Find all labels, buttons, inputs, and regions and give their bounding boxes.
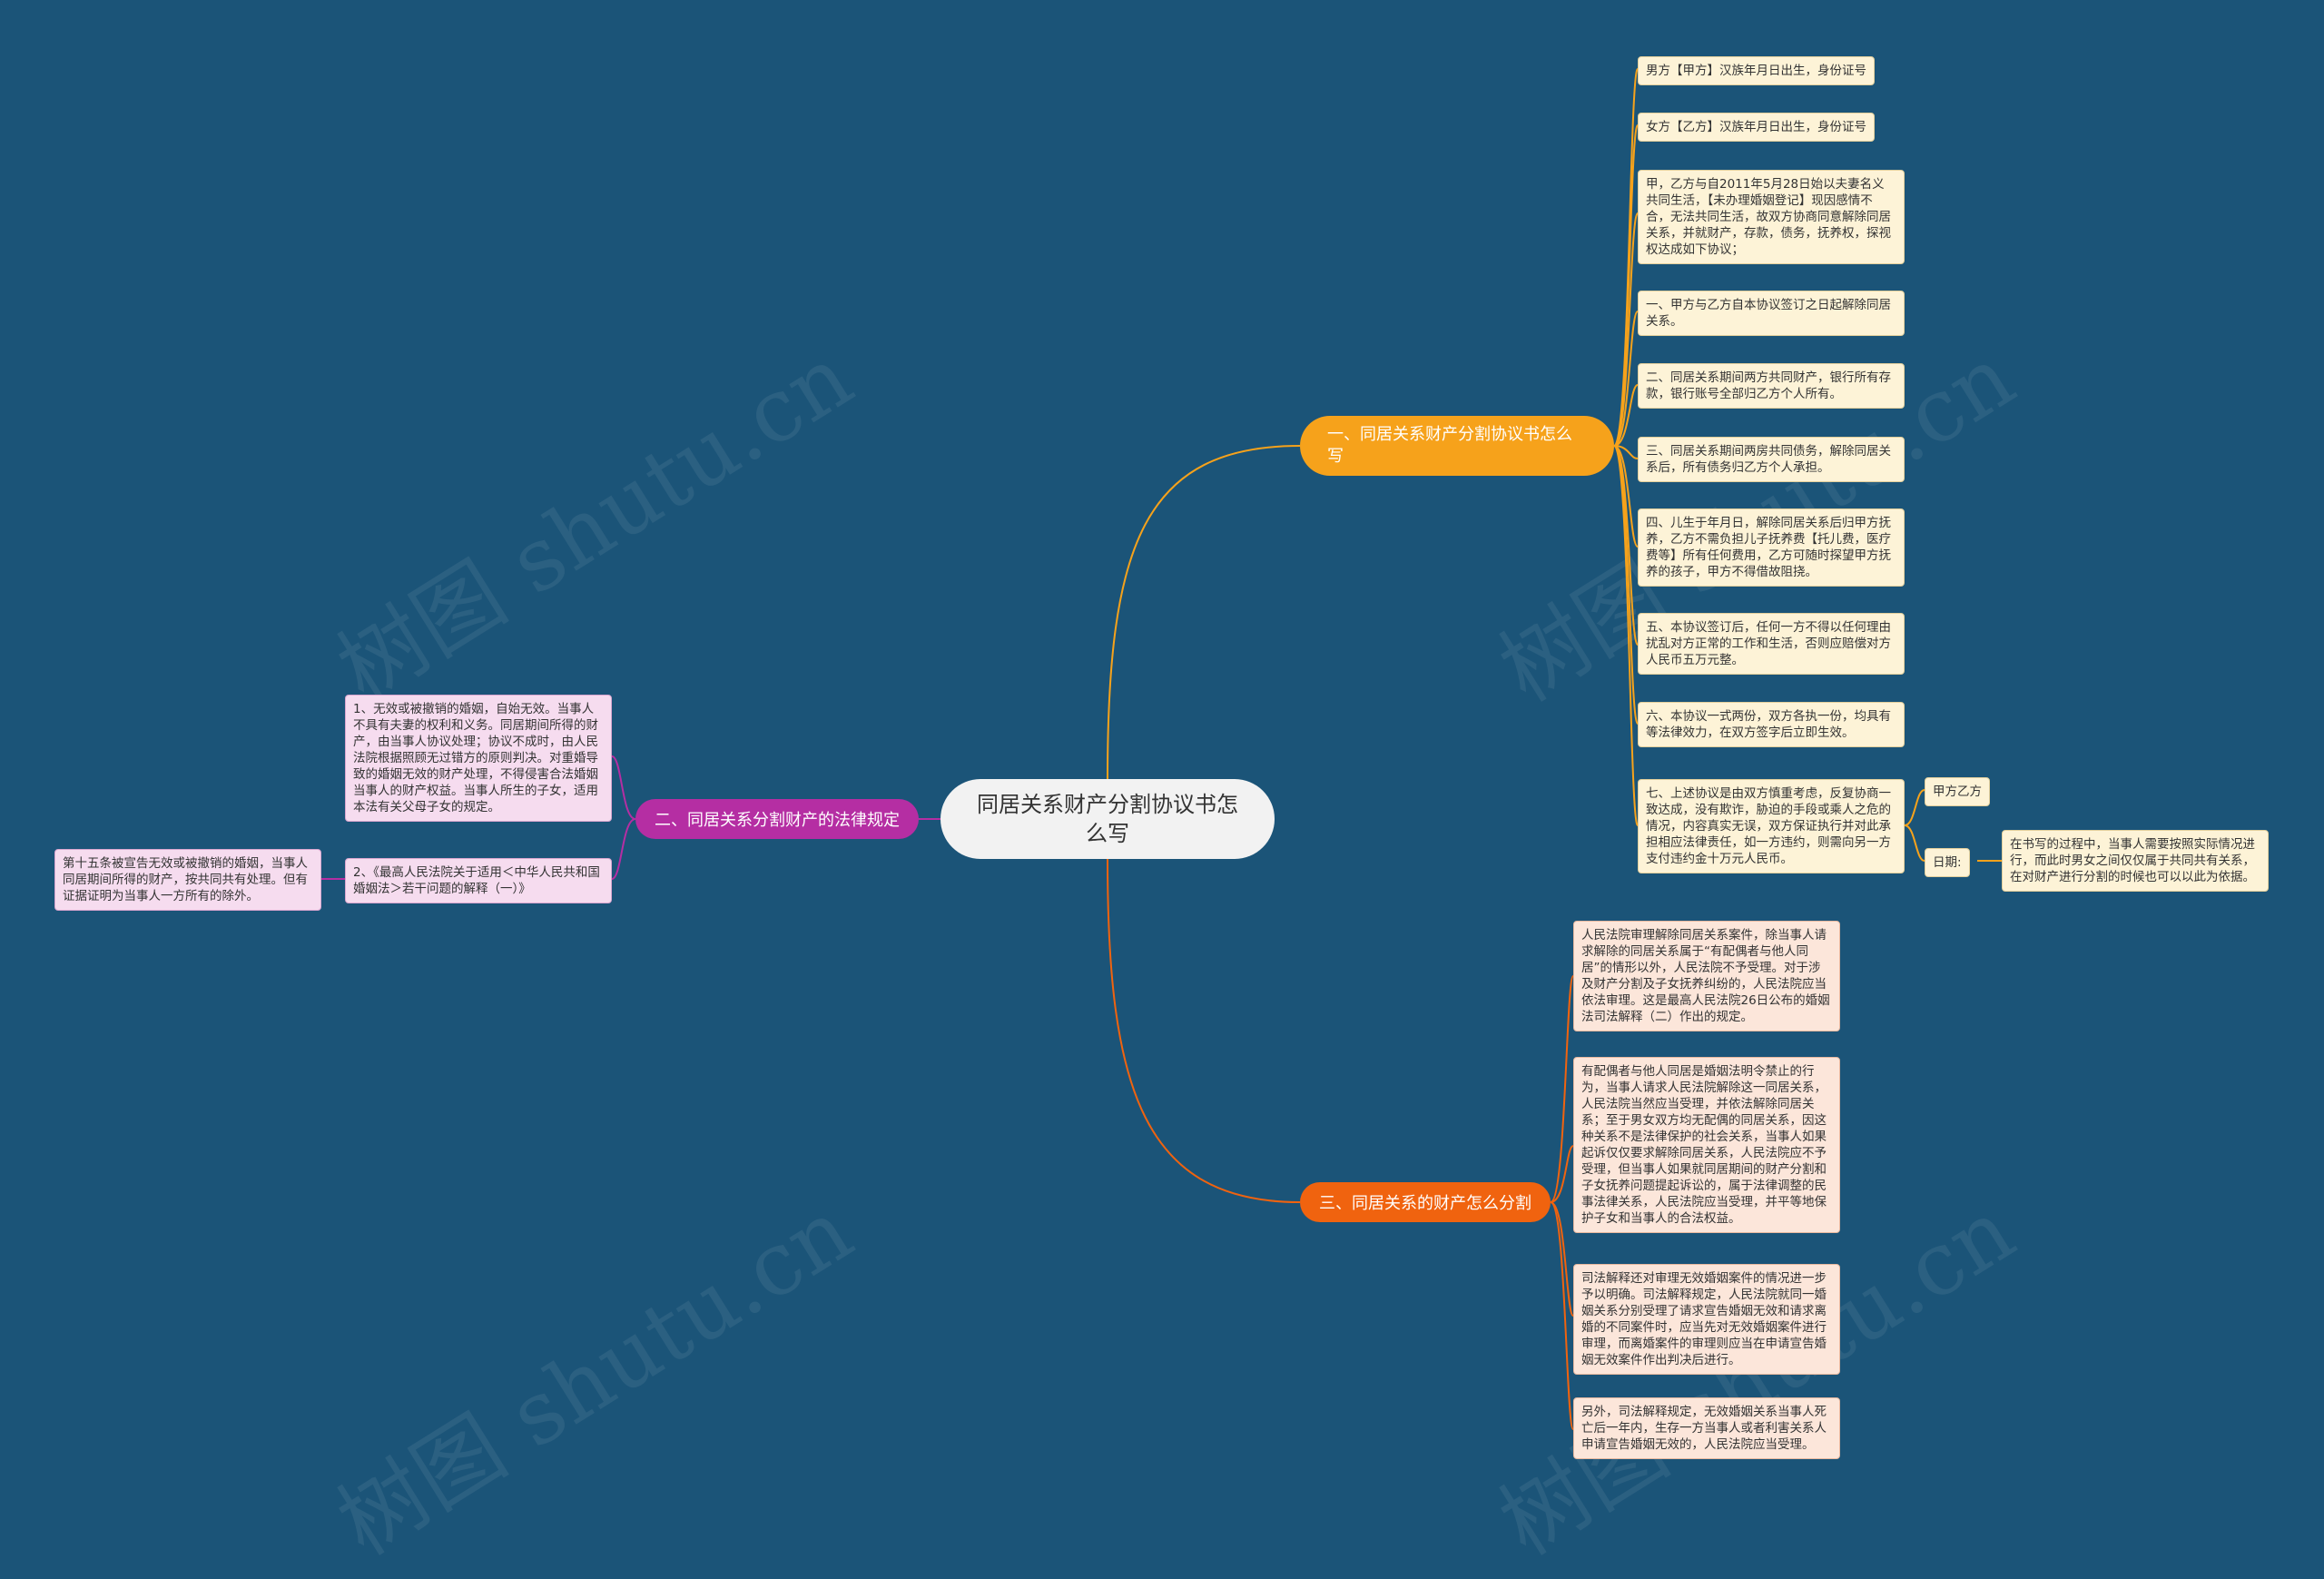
leaf-legal-1[interactable]: 1、无效或被撤销的婚姻，自始无效。当事人不具有夫妻的权利和义务。同居期间所得的财…: [345, 695, 612, 822]
leaf-female-party[interactable]: 女方【乙方】汉族年月日出生，身份证号: [1638, 113, 1875, 142]
leaf-clause-2[interactable]: 二、同居关系期间两方共同财产，银行所有存款，银行账号全部归乙方个人所有。: [1638, 363, 1905, 409]
branch-agreement-howto[interactable]: 一、同居关系财产分割协议书怎么写: [1300, 416, 1614, 476]
root-topic[interactable]: 同居关系财产分割协议书怎么写: [940, 779, 1275, 859]
leaf-legal-article-15[interactable]: 第十五条被宣告无效或被撤销的婚姻，当事人同居期间所得的财产，按共同共有处理。但有…: [54, 849, 321, 911]
leaf-clause-1[interactable]: 一、甲方与乙方自本协议签订之日起解除同居关系。: [1638, 291, 1905, 336]
leaf-clause-6[interactable]: 六、本协议一式两份，双方各执一份，均具有等法律效力，在双方签字后立即生效。: [1638, 702, 1905, 747]
leaf-legal-2[interactable]: 2、《最高人民法院关于适用＜中华人民共和国婚姻法＞若干问题的解释（一）》: [345, 858, 612, 903]
leaf-division-4[interactable]: 另外，司法解释规定，无效婚姻关系当事人死亡后一年内，生存一方当事人或者利害关系人…: [1573, 1397, 1840, 1459]
leaf-clause-5[interactable]: 五、本协议签订后，任何一方不得以任何理由扰乱对方正常的工作和生活，否则应赔偿对方…: [1638, 613, 1905, 675]
branch-legal-provisions[interactable]: 二、同居关系分割财产的法律规定: [635, 799, 919, 839]
leaf-date-note[interactable]: 在书写的过程中，当事人需要按照实际情况进行，而此时男女之间仅仅属于共同共有关系，…: [2002, 830, 2269, 892]
leaf-division-3[interactable]: 司法解释还对审理无效婚姻案件的情况进一步予以明确。司法解释规定，人民法院就同一婚…: [1573, 1264, 1840, 1375]
branch-property-division[interactable]: 三、同居关系的财产怎么分割: [1300, 1182, 1551, 1222]
leaf-division-1[interactable]: 人民法院审理解除同居关系案件，除当事人请求解除的同居关系属于“有配偶者与他人同居…: [1573, 921, 1840, 1031]
leaf-male-party[interactable]: 男方【甲方】汉族年月日出生，身份证号: [1638, 56, 1875, 85]
leaf-sign-date[interactable]: 日期:: [1925, 848, 1970, 877]
leaf-preamble[interactable]: 甲，乙方与自2011年5月28日始以夫妻名义共同生活，【未办理婚姻登记】现因感情…: [1638, 170, 1905, 264]
leaf-sign-parties[interactable]: 甲方乙方: [1925, 777, 1990, 806]
leaf-clause-7[interactable]: 七、上述协议是由双方慎重考虑，反复协商一致达成，没有欺诈，胁迫的手段或乘人之危的…: [1638, 779, 1905, 873]
leaf-clause-3[interactable]: 三、同居关系期间两房共同债务，解除同居关系后，所有债务归乙方个人承担。: [1638, 437, 1905, 482]
leaf-division-2[interactable]: 有配偶者与他人同居是婚姻法明令禁止的行为，当事人请求人民法院解除这一同居关系，人…: [1573, 1057, 1840, 1233]
leaf-clause-4[interactable]: 四、儿生于年月日，解除同居关系后归甲方抚养，乙方不需负担儿子抚养费【托儿费，医疗…: [1638, 508, 1905, 587]
connector-lines: [321, 68, 2002, 1430]
